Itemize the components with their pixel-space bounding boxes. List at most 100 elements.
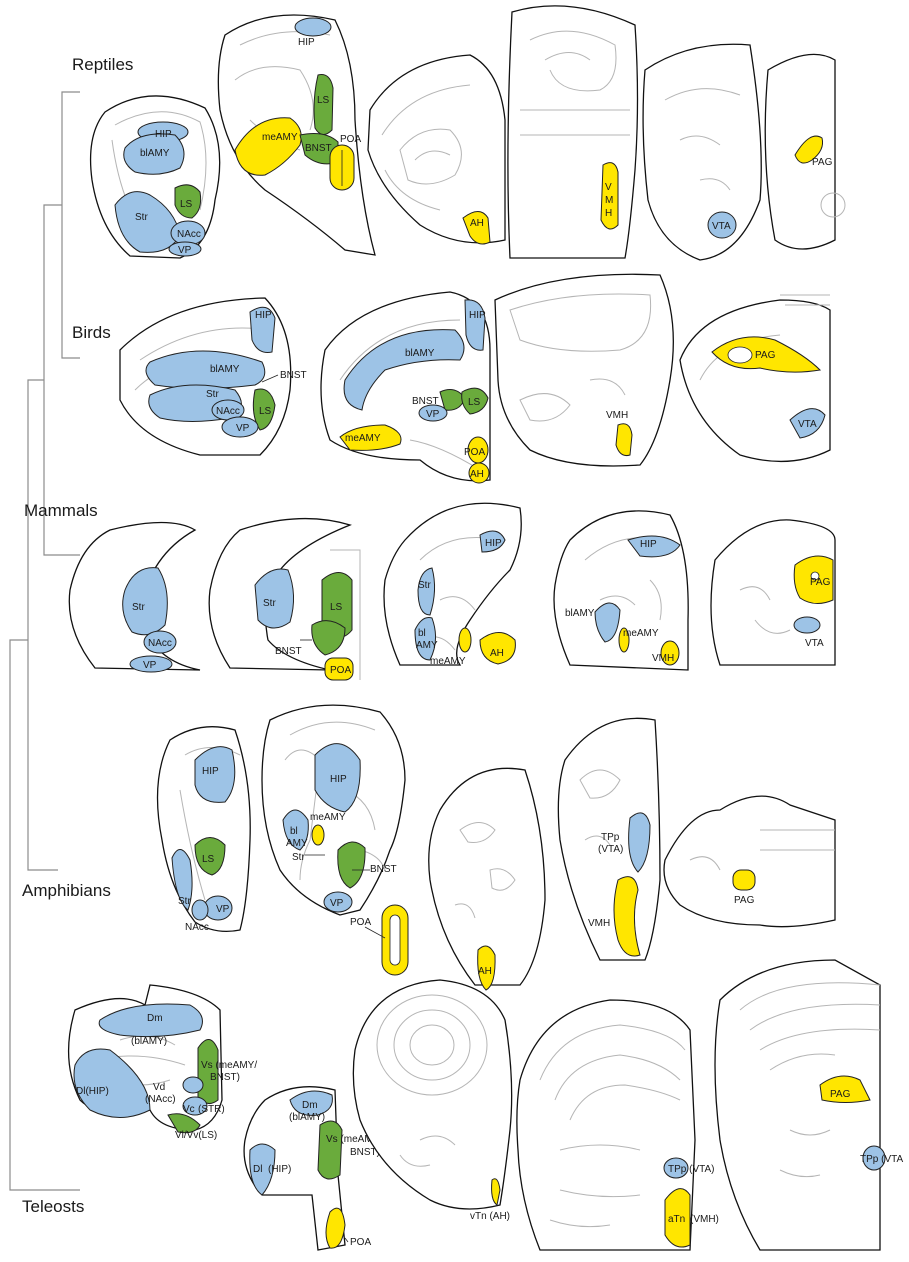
label-dl: Dl(HIP) <box>76 1086 109 1097</box>
label-blamy: blAMY <box>565 608 595 619</box>
label-ls: LS <box>180 199 193 210</box>
mammal-section-4: HIP blAMY meAMY VMH <box>554 511 688 670</box>
label-blamy: blAMY <box>140 148 170 159</box>
label-str: Str <box>206 389 219 400</box>
label-meamy: meAMY <box>310 812 346 823</box>
label-vc: Vc <box>183 1104 195 1115</box>
label-str: Str <box>418 580 431 591</box>
tree-branch-reptiles-birds <box>62 92 80 358</box>
teleost-section-1: Dm (blAMY) Vs (meAMY/ BNST) Vd (NAcc) Vc… <box>69 985 258 1141</box>
label-nacc: NAcc <box>148 638 172 649</box>
region-vs <box>318 1121 342 1179</box>
region-hip <box>295 18 331 36</box>
label-pag: PAG <box>830 1089 851 1100</box>
label-vp: VP <box>178 245 192 256</box>
label-vtn: vTn (AH) <box>470 1211 510 1222</box>
label-vp: VP <box>330 898 344 909</box>
taxon-label-mammals: Mammals <box>24 501 98 520</box>
label-vd-nacc: (NAcc) <box>145 1094 176 1105</box>
label-blamy: blAMY <box>210 364 240 375</box>
label-vc-str: (STR) <box>198 1104 225 1115</box>
region-vta <box>794 617 820 633</box>
label-hip: HIP <box>469 310 486 321</box>
label-ah: AH <box>490 648 504 659</box>
label-str: Str <box>263 598 276 609</box>
label-vs-bnst: BNST) <box>210 1072 240 1083</box>
label-pag: PAG <box>755 350 776 361</box>
label-bl: bl <box>290 826 298 837</box>
label-bnst: BNST <box>305 143 332 154</box>
label-vmh: VMH <box>606 410 628 421</box>
region-bnst <box>312 621 345 655</box>
label-meamy: meAMY <box>262 132 298 143</box>
bird-section-2: HIP blAMY BNST LS VP meAMY POA AH <box>321 292 490 483</box>
label-str: Str <box>292 852 305 863</box>
label-nacc: NAcc <box>216 406 240 417</box>
taxon-label-birds: Birds <box>72 323 111 342</box>
amphibian-section-3: AH <box>429 768 545 990</box>
label-ah: AH <box>470 469 484 480</box>
label-hip: HIP <box>298 37 315 48</box>
tree-branch-amniotes <box>28 380 58 870</box>
label-tpp: TPp (VTA) <box>668 1164 714 1175</box>
reptile-section-3: AH <box>368 55 505 244</box>
region-meamy <box>312 825 324 845</box>
mammal-section-3: HIP Str bl AMY meAMY AH <box>384 503 521 667</box>
label-hip: HIP <box>330 774 347 785</box>
label-tpp: TPp <box>601 832 620 843</box>
label-poa: POA <box>464 447 485 458</box>
bird-section-3: VMH <box>495 274 673 466</box>
label-vta: VTA <box>798 419 817 430</box>
label-vp: VP <box>216 904 230 915</box>
region-meamy <box>459 628 471 652</box>
reptile-section-1: HIP blAMY LS Str NAcc VP <box>91 96 220 258</box>
teleost-section-3: vTn (AH) <box>353 980 511 1222</box>
label-meamy: meAMY <box>345 433 381 444</box>
label-bnst: BNST <box>275 646 302 657</box>
reptile-section-2: HIP LS meAMY BNST POA <box>218 15 375 255</box>
taxon-label-teleosts: Teleosts <box>22 1197 84 1216</box>
amphibian-section-4: TPp (VTA) VMH <box>558 718 660 960</box>
label-poa: POA <box>350 917 371 928</box>
label-bnst: BNST <box>412 396 439 407</box>
label-dm-blamy: (blAMY) <box>131 1036 167 1047</box>
label-dl: Dl <box>253 1164 262 1175</box>
label-amy: AMY <box>416 640 438 651</box>
taxon-label-amphibians: Amphibians <box>22 881 111 900</box>
bird-section-1: HIP blAMY BNST Str NAcc LS VP <box>120 298 307 455</box>
label-hip: HIP <box>202 766 219 777</box>
label-vta: VTA <box>805 638 824 649</box>
amphibian-section-2: bl AMY meAMY HIP Str BNST VP POA <box>262 705 408 975</box>
label-hip: HIP <box>155 129 172 140</box>
label-ah: AH <box>478 966 492 977</box>
label-meamy: meAMY <box>623 628 659 639</box>
label-vp: VP <box>426 409 440 420</box>
label-vmh: VMH <box>588 918 610 929</box>
label-dm: Dm <box>302 1100 318 1111</box>
label-tpp: TPp (VTA <box>860 1154 903 1165</box>
label-nacc: NAcc <box>185 922 209 933</box>
label-ls: LS <box>468 397 481 408</box>
label-vmh-v: V <box>605 182 612 193</box>
label-vmh-h: H <box>605 208 612 219</box>
label-vp: VP <box>143 660 157 671</box>
region-vmh <box>616 424 632 456</box>
label-str: Str <box>135 212 148 223</box>
phylogenetic-tree <box>10 92 80 1190</box>
row-reptiles: HIP blAMY LS Str NAcc VP HIP LS meAMY BN… <box>91 6 845 260</box>
label-str: Str <box>178 896 191 907</box>
label-vl-vv: Vl/Vv(LS) <box>175 1130 217 1141</box>
region-nacc <box>192 900 208 920</box>
label-bnst: BNST <box>280 370 307 381</box>
row-amphibians: HIP LS Str VP NAcc bl AMY meAMY HIP Str … <box>158 705 836 990</box>
tree-branch-root <box>10 640 80 1190</box>
reptile-section-5: VTA <box>643 44 761 260</box>
label-hip: HIP <box>640 539 657 550</box>
label-hip: HIP <box>485 538 502 549</box>
mammal-section-1: Str NAcc VP <box>69 523 200 673</box>
label-tpp-vta: (VTA) <box>598 844 623 855</box>
label-dm: Dm <box>147 1013 163 1024</box>
label-vp: VP <box>236 423 250 434</box>
bird-section-4: PAG VTA <box>680 295 830 461</box>
